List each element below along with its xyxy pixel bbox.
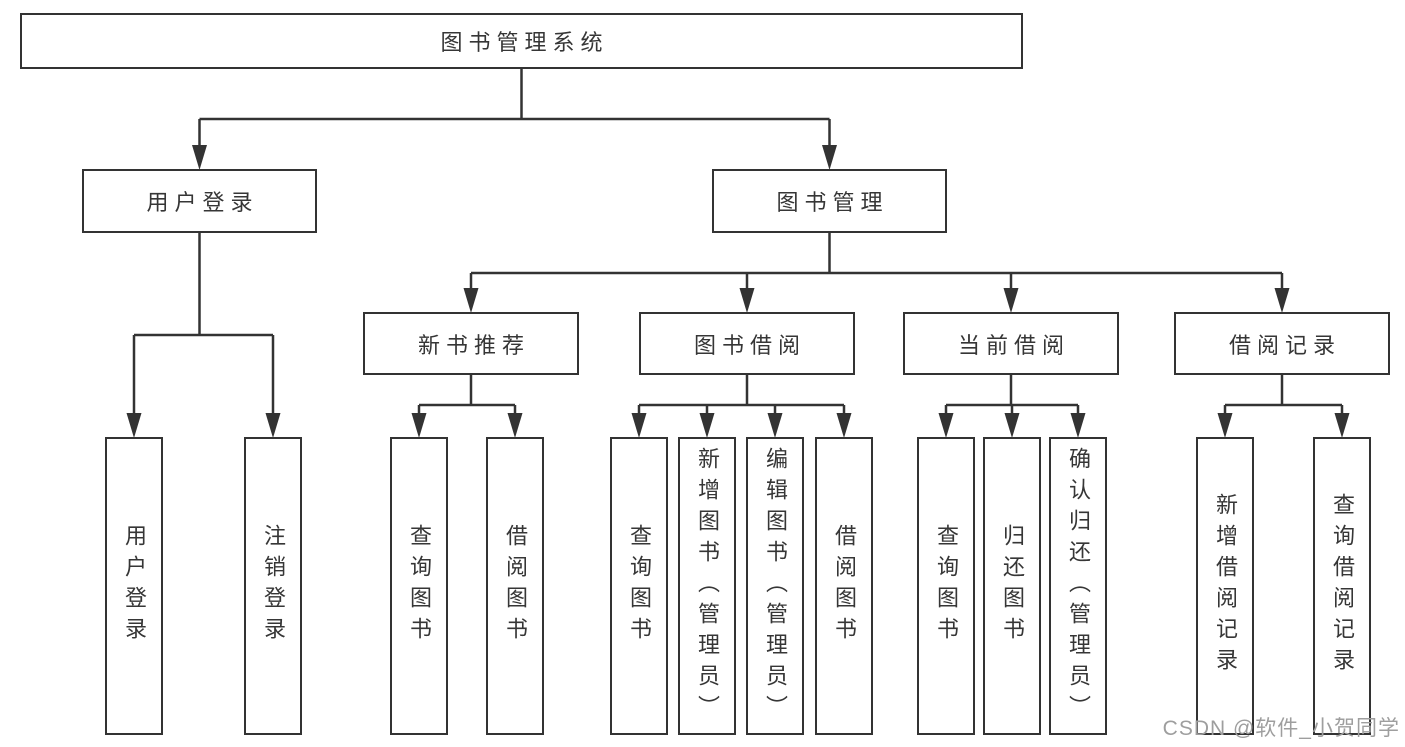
arrowhead-icon [1070, 413, 1086, 438]
node-book-borrow: 图书借阅 [639, 312, 855, 375]
node-rec-query-books: 查询图书 [390, 437, 448, 735]
arrowhead-icon [507, 413, 523, 438]
node-bb-add-books-admin: 新增图书（管理员） [678, 437, 736, 735]
arrowhead-icon [1003, 288, 1019, 313]
arrowhead-icon [1217, 413, 1233, 438]
arrowhead-icon [1004, 413, 1020, 438]
arrowhead-icon [699, 413, 715, 438]
arrowhead-icon [265, 413, 281, 438]
node-cb-confirm-return-admin: 确认归还（管理员） [1049, 437, 1107, 735]
node-user-login-leaf: 用户登录 [105, 437, 163, 735]
node-new-book-rec: 新书推荐 [363, 312, 579, 375]
arrowhead-icon [631, 413, 647, 438]
node-bb-query-books: 查询图书 [610, 437, 668, 735]
arrowhead-icon [739, 288, 755, 313]
arrowhead-icon [836, 413, 852, 438]
arrowhead-icon [411, 413, 427, 438]
node-logout-leaf: 注销登录 [244, 437, 302, 735]
arrowhead-icon [767, 413, 783, 438]
node-cb-return-books: 归还图书 [983, 437, 1041, 735]
node-user-login: 用户登录 [82, 169, 317, 233]
arrowhead-icon [463, 288, 479, 313]
node-borrow-records: 借阅记录 [1174, 312, 1390, 375]
arrowhead-icon [938, 413, 954, 438]
node-book-mgmt: 图书管理 [712, 169, 947, 233]
arrowhead-icon [126, 413, 142, 438]
node-rec-borrow-books: 借阅图书 [486, 437, 544, 735]
watermark: CSDN @软件_小贺同学 [1162, 717, 1400, 740]
arrowhead-icon [1334, 413, 1350, 438]
node-br-query-record: 查询借阅记录 [1313, 437, 1371, 735]
node-bb-edit-books-admin: 编辑图书（管理员） [746, 437, 804, 735]
node-current-borrow: 当前借阅 [903, 312, 1119, 375]
node-cb-query-books: 查询图书 [917, 437, 975, 735]
arrowhead-icon [1274, 288, 1290, 313]
node-br-add-record: 新增借阅记录 [1196, 437, 1254, 735]
arrowhead-icon [822, 145, 837, 170]
node-bb-borrow-books: 借阅图书 [815, 437, 873, 735]
arrowhead-icon [192, 145, 207, 170]
node-root: 图书管理系统 [20, 13, 1023, 69]
